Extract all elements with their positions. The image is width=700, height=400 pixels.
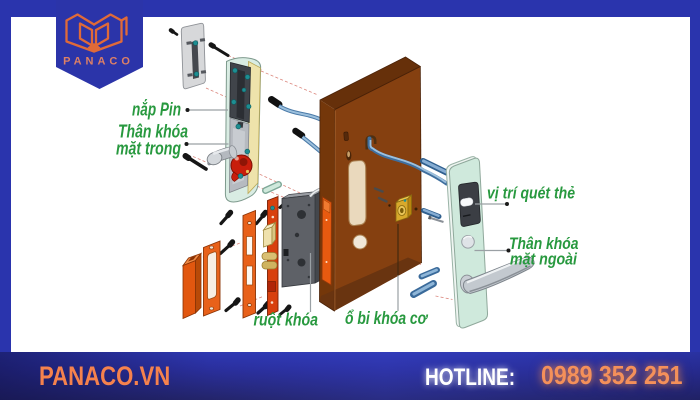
svg-text:nắp Pin: nắp Pin bbox=[132, 99, 181, 120]
svg-text:PANACO: PANACO bbox=[63, 56, 134, 68]
svg-text:ruột khóa: ruột khóa bbox=[254, 310, 319, 330]
svg-text:ổ bi khóa cơ: ổ bi khóa cơ bbox=[345, 308, 429, 328]
svg-text:mặt ngoài: mặt ngoài bbox=[510, 250, 578, 269]
svg-text:Thân khóa: Thân khóa bbox=[118, 122, 188, 142]
svg-text:Thân khóa: Thân khóa bbox=[509, 234, 579, 253]
svg-text:mặt trong: mặt trong bbox=[116, 139, 181, 159]
svg-text:vị trí quét thẻ: vị trí quét thẻ bbox=[487, 184, 575, 203]
